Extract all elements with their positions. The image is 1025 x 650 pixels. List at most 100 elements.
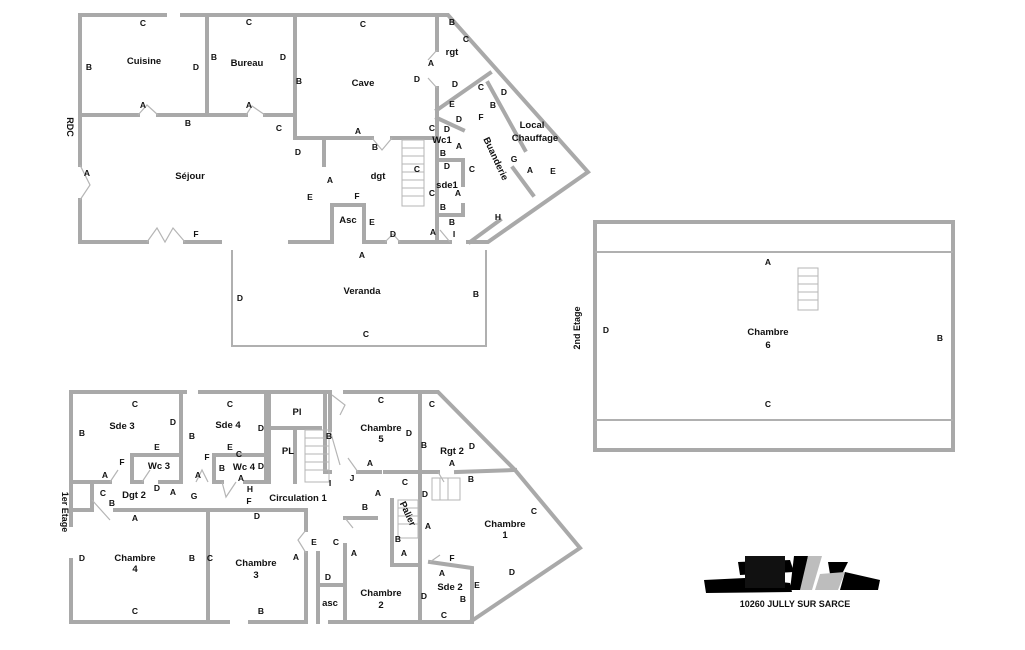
wall-mark: C (100, 488, 106, 498)
rdc-stairs-icon (401, 139, 425, 207)
first-floor-walls (69, 390, 583, 624)
room-label: Dgt 2 (122, 490, 146, 501)
wall-mark: B (189, 431, 195, 441)
wall-mark: B (372, 142, 378, 152)
room-label: Sde 3 (109, 421, 134, 432)
room-label: rgt (446, 47, 460, 58)
wall-mark: A (401, 548, 407, 558)
wall-mark: E (227, 442, 233, 452)
wall-mark: C (236, 449, 242, 459)
wall-mark: B (440, 148, 446, 158)
wall-mark: A (449, 458, 455, 468)
wall-mark: A (425, 521, 431, 531)
wall-mark: D (603, 325, 609, 335)
room-label: asc (322, 598, 338, 609)
wall-mark: B (460, 594, 466, 604)
wall-mark: A (367, 458, 373, 468)
wall-mark: C (360, 19, 366, 29)
wall-mark: H (495, 212, 501, 222)
wall-mark: E (154, 442, 160, 452)
wall-mark: J (350, 473, 355, 483)
room-label: Pl (293, 407, 302, 418)
wall-mark: A (102, 470, 108, 480)
wall-mark: D (325, 572, 331, 582)
wall-mark: D (414, 74, 420, 84)
room-label: Wc 4 (233, 462, 256, 473)
wall-mark: I (453, 229, 455, 239)
wall-mark: E (550, 166, 556, 176)
wall-mark: B (362, 502, 368, 512)
wall-mark: C (378, 395, 384, 405)
wall-mark: B (109, 498, 115, 508)
room-label: 3 (253, 570, 258, 581)
wall-mark: B (189, 553, 195, 563)
wall-mark: F (204, 452, 209, 462)
first-floor-doors (91, 394, 445, 563)
wall-mark: D (444, 161, 450, 171)
wall-mark: B (473, 289, 479, 299)
wall-mark: A (351, 548, 357, 558)
wall-mark: F (193, 229, 198, 239)
room-label: PL (282, 446, 294, 457)
room-label: Circulation 1 (269, 493, 327, 504)
wall-mark: E (311, 537, 317, 547)
wall-mark: D (469, 441, 475, 451)
wall-mark: C (276, 123, 282, 133)
wall-mark: C (469, 164, 475, 174)
wall-mark: B (258, 606, 264, 616)
wall-mark: D (237, 293, 243, 303)
wall-mark: G (511, 154, 518, 164)
wall-mark: C (531, 506, 537, 516)
wall-mark: B (395, 534, 401, 544)
wall-mark: D (280, 52, 286, 62)
wall-mark: C (478, 82, 484, 92)
wall-mark: B (219, 463, 225, 473)
wall-mark: D (509, 567, 515, 577)
wall-mark: B (79, 428, 85, 438)
wall-mark: D (154, 483, 160, 493)
rdc-doors (79, 49, 451, 244)
wall-mark: C (402, 477, 408, 487)
wall-mark: C (441, 610, 447, 620)
wall-mark: B (86, 62, 92, 72)
wall-mark: A (140, 100, 146, 110)
room-label: Wc 3 (148, 461, 170, 472)
wall-mark: C (207, 553, 213, 563)
wall-mark: C (429, 188, 435, 198)
room-label: Chambre (360, 423, 401, 434)
room-label: 5 (378, 434, 384, 445)
room-label: Veranda (344, 286, 382, 297)
wall-mark: E (369, 217, 375, 227)
room-label: dgt (371, 171, 387, 182)
wall-mark: D (193, 62, 199, 72)
wall-mark: B (440, 202, 446, 212)
room-label: 2 (378, 600, 383, 611)
wall-mark: B (296, 76, 302, 86)
wall-mark: D (170, 417, 176, 427)
wall-mark: A (293, 552, 299, 562)
wall-mark: G (191, 491, 198, 501)
wall-mark: C (333, 537, 339, 547)
wall-mark: A (84, 168, 90, 178)
wall-mark: A (456, 141, 462, 151)
wall-mark: B (490, 100, 496, 110)
wall-mark: C (227, 399, 233, 409)
wall-mark: B (421, 440, 427, 450)
wall-mark: A (430, 227, 436, 237)
floor-title-1st: 1er Etage (60, 492, 70, 533)
wall-mark: D (422, 489, 428, 499)
second-floor-stairs-icon (797, 267, 819, 311)
room-label: Chambre (747, 327, 788, 338)
room-label: Buanderie (480, 136, 510, 183)
address-label: 10260 JULLY SUR SARCE (740, 599, 851, 609)
wall-mark: D (79, 553, 85, 563)
wall-mark: C (246, 17, 252, 27)
wall-mark: C (363, 329, 369, 339)
room-label: 6 (765, 340, 770, 351)
room-label: Local (520, 120, 545, 131)
rdc-walls (78, 13, 591, 347)
wall-mark: B (326, 431, 332, 441)
wall-mark: B (211, 52, 217, 62)
room-label: Chambre (360, 588, 401, 599)
